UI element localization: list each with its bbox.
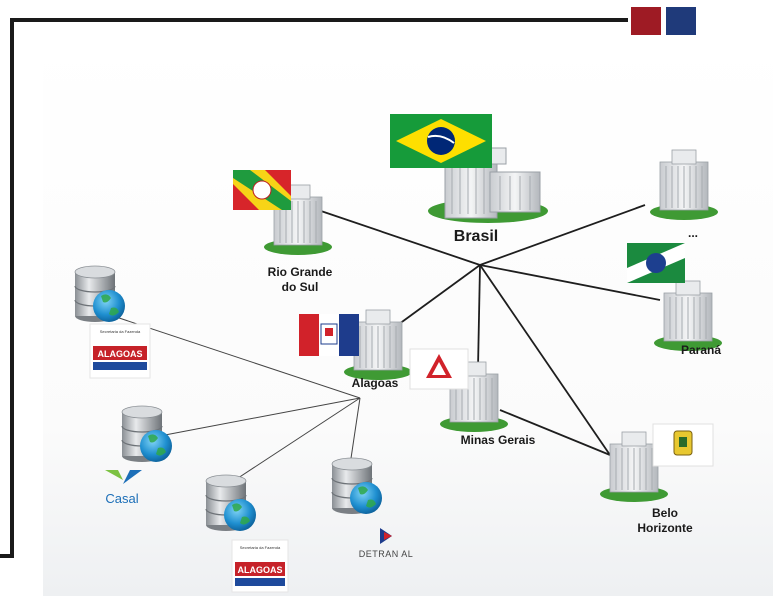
link-hub-alagoas bbox=[394, 264, 481, 328]
flag-brazil-icon bbox=[390, 114, 492, 168]
network-links bbox=[317, 204, 661, 456]
node-parana bbox=[627, 243, 723, 352]
link-hub-rio-grande-do-sul bbox=[317, 209, 481, 266]
building-other-state-icon bbox=[649, 149, 719, 221]
database-sefaz-bottom: ALAGOAS Secretaria da Fazenda bbox=[205, 474, 289, 593]
database-icon bbox=[121, 405, 173, 463]
logo-detran-text: DETRAN AL bbox=[359, 549, 414, 559]
logo-sefaz-top-text: ALAGOAS bbox=[98, 349, 143, 359]
logo-sefaz-top-subtitle: Secretaria da Fazenda bbox=[100, 329, 141, 334]
link-alagoas-sefaz-bottom bbox=[231, 397, 361, 483]
logo-casal-text: Casal bbox=[105, 491, 138, 506]
node-rio-grande-do-sul bbox=[233, 170, 333, 256]
link-alagoas-casal bbox=[164, 397, 361, 436]
node-label-alagoas: Alagoas bbox=[351, 376, 399, 390]
link-alagoas-detran bbox=[349, 397, 361, 466]
node-brasil bbox=[390, 114, 548, 223]
flag-alagoas-icon bbox=[299, 314, 359, 356]
link-hub-minas-gerais bbox=[477, 264, 481, 369]
frame-bottom-stub bbox=[0, 554, 14, 558]
node-label-minas-gerais: Minas Gerais bbox=[460, 433, 536, 447]
building-parana-icon bbox=[653, 280, 723, 352]
logo-sefaz-alagoas-top-icon: ALAGOAS Secretaria da Fazenda bbox=[89, 323, 151, 379]
node-other-state bbox=[649, 149, 719, 221]
frame-left-border bbox=[10, 18, 14, 558]
flag-parana-icon bbox=[627, 243, 685, 283]
database-icon bbox=[74, 265, 126, 323]
logo-sefaz-alagoas-bottom-icon: ALAGOAS Secretaria da Fazenda bbox=[231, 539, 289, 593]
database-detran: DETRAN AL bbox=[331, 457, 414, 559]
database-casal: Casal bbox=[105, 405, 173, 506]
frame-top-border bbox=[10, 18, 628, 22]
database-icon bbox=[205, 474, 257, 532]
link-minas-belo-horizonte bbox=[499, 409, 611, 456]
flag-belo-horizonte-icon bbox=[652, 423, 714, 467]
node-alagoas bbox=[299, 309, 413, 381]
database-sefaz-top: ALAGOAS Secretaria da Fazenda bbox=[74, 265, 151, 379]
link-hub-other-state bbox=[479, 204, 646, 266]
link-hub-parana bbox=[479, 264, 661, 301]
node-label-rio-grande-do-sul: Rio Grande do Sul bbox=[267, 265, 333, 294]
node-label-brasil: Brasil bbox=[453, 228, 499, 245]
node-belo-horizonte bbox=[599, 423, 714, 503]
logo-sefaz-bottom-text: ALAGOAS bbox=[238, 565, 283, 575]
logo-detran-al-icon: DETRAN AL bbox=[359, 528, 414, 559]
accent-square-red bbox=[631, 7, 661, 35]
flag-rio-grande-do-sul-icon bbox=[233, 170, 291, 210]
link-hub-belo-horizonte bbox=[479, 264, 611, 456]
node-label-other-state: ... bbox=[687, 226, 698, 240]
node-minas-gerais bbox=[409, 348, 509, 433]
accent-square-blue bbox=[666, 7, 696, 35]
node-label-parana: Paraná bbox=[680, 343, 722, 357]
logo-casal-icon: Casal bbox=[105, 470, 142, 506]
flag-minas-gerais-icon bbox=[409, 348, 469, 390]
node-label-belo-horizonte: Belo Horizonte bbox=[637, 506, 693, 535]
logo-sefaz-bottom-subtitle: Secretaria da Fazenda bbox=[240, 545, 281, 550]
database-icon bbox=[331, 457, 383, 515]
